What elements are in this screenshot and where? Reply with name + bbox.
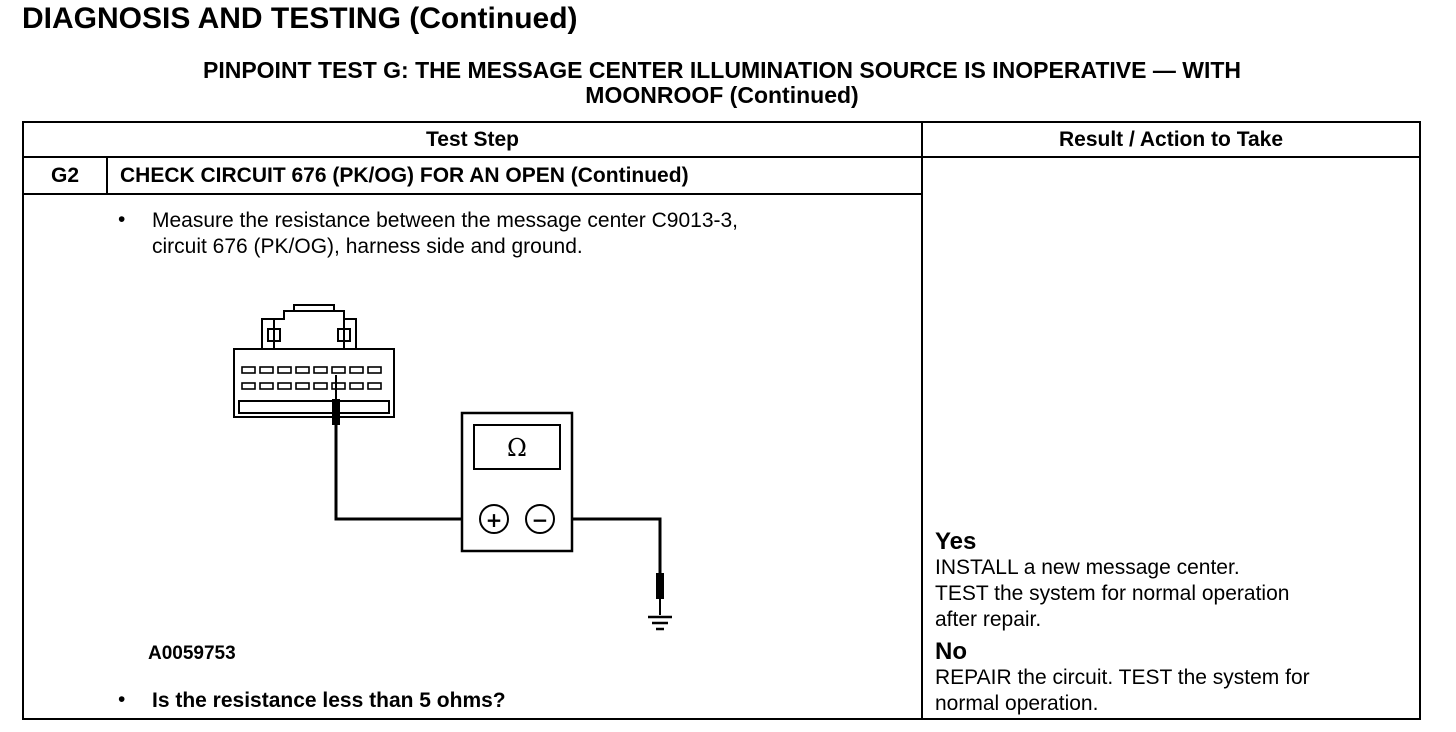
- positive-lead-wire: [334, 425, 474, 521]
- result-yes-label: Yes: [935, 528, 977, 555]
- test-table: Test Step Result / Action to Take G2 CHE…: [22, 121, 1421, 720]
- header-result-action: Result / Action to Take: [1058, 128, 1284, 151]
- instruction-line-2: circuit 676 (PK/OG), harness side and gr…: [152, 235, 583, 258]
- result-no-line-1: REPAIR the circuit. TEST the system for: [935, 666, 1310, 689]
- negative-lead-wire: [554, 517, 662, 573]
- result-no-line-2: normal operation.: [935, 692, 1099, 715]
- instruction-line-1: Measure the resistance between the messa…: [152, 209, 739, 232]
- result-no: No REPAIR the circuit. TEST the system f…: [935, 639, 1405, 717]
- ground-icon: [648, 615, 672, 631]
- figure-id: A0059753: [148, 643, 236, 664]
- negative-terminal: [525, 504, 555, 534]
- question-text: Is the resistance less than 5 ohms?: [152, 689, 506, 712]
- bullet-symbol: •: [118, 688, 126, 711]
- pinpoint-test-title: PINPOINT TEST G: THE MESSAGE CENTER ILLU…: [22, 58, 1422, 108]
- header-test-step: Test Step: [426, 128, 519, 151]
- ground-probe: [656, 573, 664, 615]
- result-yes-line-3: after repair.: [935, 608, 1042, 631]
- test-title-line-2: MOONROOF (Continued): [585, 82, 859, 108]
- result-yes-line-2: TEST the system for normal operation: [935, 582, 1290, 605]
- connector-icon: [233, 304, 395, 418]
- column-divider: [921, 123, 923, 718]
- result-no-label: No: [935, 638, 967, 665]
- result-yes-line-1: INSTALL a new message center.: [935, 556, 1240, 579]
- step-id: G2: [50, 164, 79, 187]
- header-divider: [24, 156, 1419, 158]
- step-title: CHECK CIRCUIT 676 (PK/OG) FOR AN OPEN (C…: [120, 164, 689, 187]
- ohmmeter-diagram: Ω + −: [233, 304, 672, 631]
- minus-symbol: −: [532, 508, 549, 532]
- ohm-symbol: Ω: [507, 434, 527, 462]
- test-title-line-1: PINPOINT TEST G: THE MESSAGE CENTER ILLU…: [202, 57, 1242, 83]
- page-title: DIAGNOSIS AND TESTING (Continued): [22, 2, 578, 35]
- plus-symbol: +: [486, 508, 503, 532]
- positive-probe: [332, 375, 340, 425]
- step-title-divider: [24, 193, 921, 195]
- ohmmeter-icon: Ω + −: [460, 411, 574, 553]
- bullet-symbol: •: [118, 208, 126, 231]
- instruction-text: Measure the resistance between the messa…: [152, 208, 892, 260]
- step-id-divider: [106, 156, 108, 194]
- result-yes: Yes INSTALL a new message center. TEST t…: [935, 529, 1405, 633]
- positive-terminal: [479, 504, 509, 534]
